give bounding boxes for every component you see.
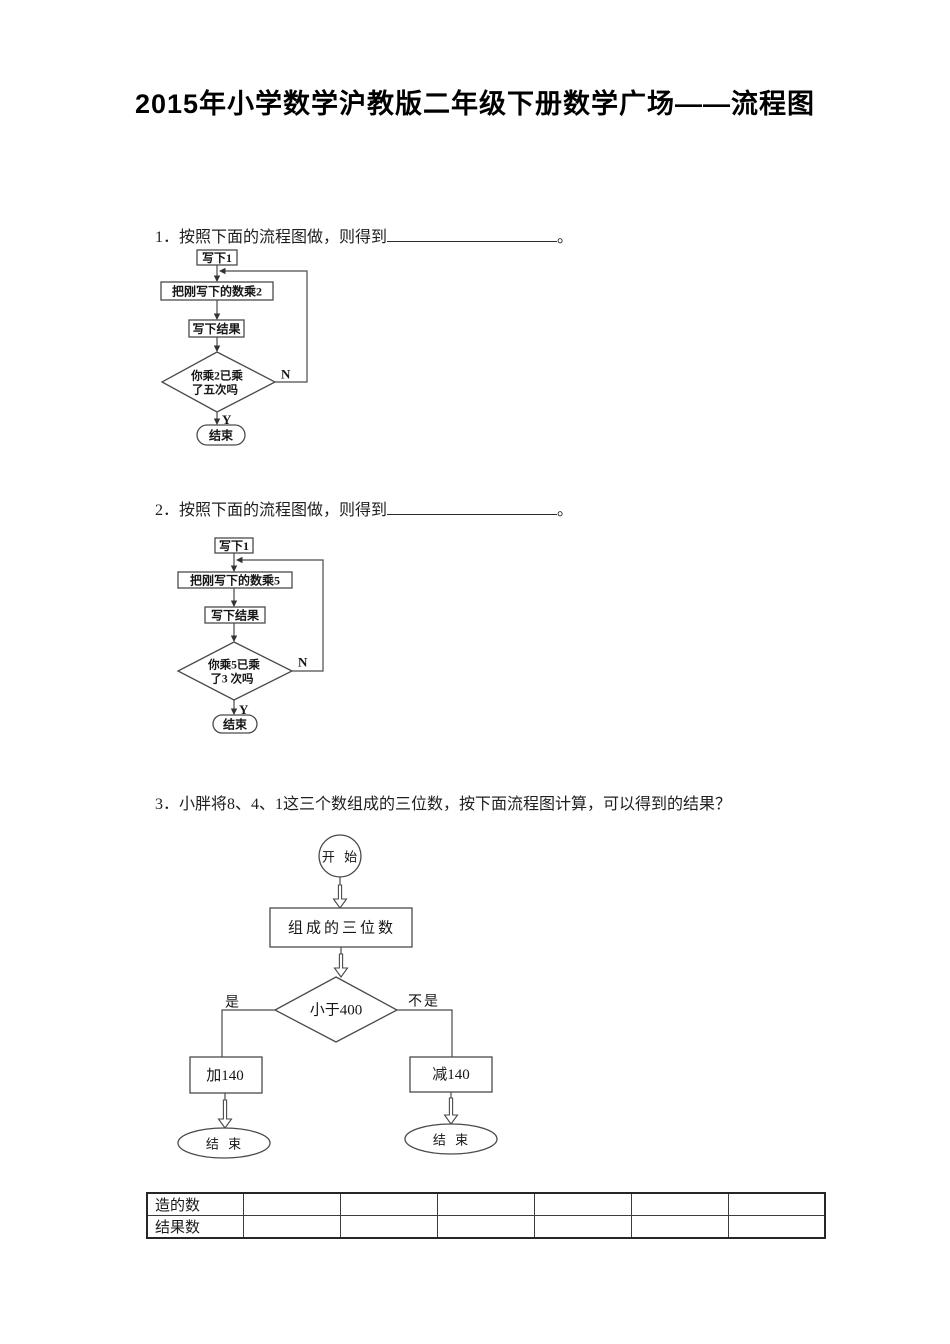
fc3-step-label: 组成的三位数 [288, 920, 396, 937]
fc3-no-branch-line [397, 1009, 453, 1057]
fc1-decision-diamond [160, 351, 277, 413]
fc3-end-right-label: 结 束 [433, 1133, 471, 1148]
fc2-yes-label: Y [239, 702, 249, 717]
question-1-answer-blank [387, 227, 558, 242]
row2-cell-4 [533, 1215, 632, 1239]
fc1-arrowhead-1 [213, 275, 221, 282]
fc2-loop-arrowhead [236, 556, 243, 564]
row1-label-cell: 造的数 [146, 1192, 245, 1216]
fc3-end-right-oval [404, 1123, 498, 1155]
question-3-prompt: 3．小胖将8、4、1这三个数组成的三位数，按下面流程图计算，可以得到的结果？ [155, 796, 732, 813]
fc1-arrowhead-2 [213, 313, 221, 320]
row1-cell-5 [630, 1192, 729, 1216]
fc1-no-label: N [281, 367, 291, 382]
fc3-end-left-label: 结 束 [206, 1137, 244, 1152]
flowchart-1: 写下1 把刚写下的数乘2 写下结果 你乘2已乘 了五次吗 N Y 结束 [160, 249, 308, 446]
fc2-decision-line2: 了3 次吗 [210, 672, 254, 686]
fc3-yes-action-box [189, 1056, 263, 1094]
question-2-period: 。 [557, 502, 574, 519]
question-2-answer-blank [387, 500, 558, 515]
question-2-prompt: 2．按照下面的流程图做，则得到 [155, 502, 388, 519]
fc2-step2-label: 把刚写下的数乘5 [190, 573, 280, 588]
row1-cell-3 [437, 1192, 535, 1216]
fc1-step3-box [188, 319, 245, 338]
fc1-loop-line [221, 270, 308, 383]
flowchart-3: 开 始 组成的三位数 小于400 是 不是 加140 减140 结 束 结 束 [177, 834, 498, 1159]
question-2-text: 2．按照下面的流程图做，则得到 。 [155, 500, 573, 521]
question-3-text: 3．小胖将8、4、1这三个数组成的三位数，按下面流程图计算，可以得到的结果？ [155, 795, 731, 815]
fc2-no-label: N [298, 655, 308, 670]
answer-table-row-1: 造的数 [146, 1192, 826, 1216]
fc2-step1-box [214, 537, 254, 554]
row1-cell-1 [243, 1192, 342, 1216]
fc3-hollow-arrow-1 [332, 884, 348, 909]
fc2-step2-box [177, 571, 293, 589]
fc3-hollow-arrow-4 [443, 1097, 459, 1125]
fc3-end-left-oval [177, 1127, 271, 1159]
fc1-decision-line2: 了五次吗 [192, 383, 238, 397]
row1-cell-4 [533, 1192, 632, 1216]
row2-cell-1 [243, 1215, 342, 1239]
row2-cell-3 [437, 1215, 535, 1239]
fc2-loop-line [238, 559, 324, 672]
fc1-end-label: 结束 [209, 428, 234, 443]
fc3-decision-diamond [273, 976, 399, 1043]
fc1-step2-box [160, 281, 274, 301]
fc3-no-action-box [409, 1056, 493, 1093]
fc1-step3-label: 写下结果 [192, 321, 240, 336]
fc3-yes-branch-line [221, 1009, 275, 1057]
fc1-arrowhead-3 [213, 345, 221, 352]
fc1-arrowhead-4 [213, 418, 221, 425]
fc2-end-oval [212, 714, 258, 734]
flowchart-2: 写下1 把刚写下的数乘5 写下结果 你乘5已乘 了3 次吗 N Y 结束 [176, 537, 324, 734]
fc1-step1-label: 写下1 [202, 251, 232, 265]
page-title: 2015年小学数学沪教版二年级下册数学广场——流程图 [134, 89, 816, 119]
fc1-step1-box [196, 249, 238, 266]
fc2-arrowhead-2 [230, 600, 238, 607]
fc3-start-label: 开 始 [322, 850, 360, 865]
answer-table: 造的数 结果数 [146, 1192, 826, 1239]
fc2-arrowhead-4 [230, 708, 238, 715]
question-1-prompt: 1．按照下面的流程图做，则得到 [155, 229, 388, 246]
fc1-yes-label: Y [222, 412, 232, 427]
fc2-decision-diamond [176, 641, 294, 701]
row1-cell-6 [727, 1192, 826, 1216]
question-1-period: 。 [557, 229, 574, 246]
fc3-hollow-arrow-2 [333, 953, 349, 978]
fc2-step3-box [204, 606, 266, 624]
fc1-end-oval [196, 424, 246, 446]
fc2-arrowhead-3 [230, 635, 238, 642]
fc2-arrowhead-1 [230, 565, 238, 572]
row2-cell-2 [340, 1215, 439, 1239]
fc3-no-action-label: 减140 [432, 1066, 470, 1083]
fc3-decision-label: 小于400 [310, 1002, 363, 1019]
row2-cell-5 [630, 1215, 729, 1239]
row1-cell-2 [340, 1192, 439, 1216]
fc2-decision-line1: 你乘5已乘 [207, 658, 260, 672]
fc3-start-circle [318, 834, 362, 878]
fc1-step2-label: 把刚写下的数乘2 [172, 284, 262, 299]
fc2-step3-label: 写下结果 [211, 608, 259, 623]
fc3-step-box [269, 907, 413, 948]
answer-table-row-2: 结果数 [146, 1215, 826, 1239]
row2-label-cell: 结果数 [146, 1215, 245, 1239]
fc1-loop-arrowhead [219, 267, 226, 275]
fc2-end-label: 结束 [223, 717, 248, 732]
question-1-text: 1．按照下面的流程图做，则得到 。 [155, 227, 573, 248]
fc3-yes-label: 是 [225, 996, 241, 1011]
row2-cell-6 [727, 1215, 826, 1239]
fc2-step1-label: 写下1 [219, 539, 249, 553]
fc3-hollow-arrow-3 [217, 1099, 233, 1129]
fc3-yes-action-label: 加140 [206, 1067, 244, 1084]
fc1-decision-line1: 你乘2已乘 [190, 369, 243, 383]
fc3-no-label: 不是 [408, 995, 440, 1010]
